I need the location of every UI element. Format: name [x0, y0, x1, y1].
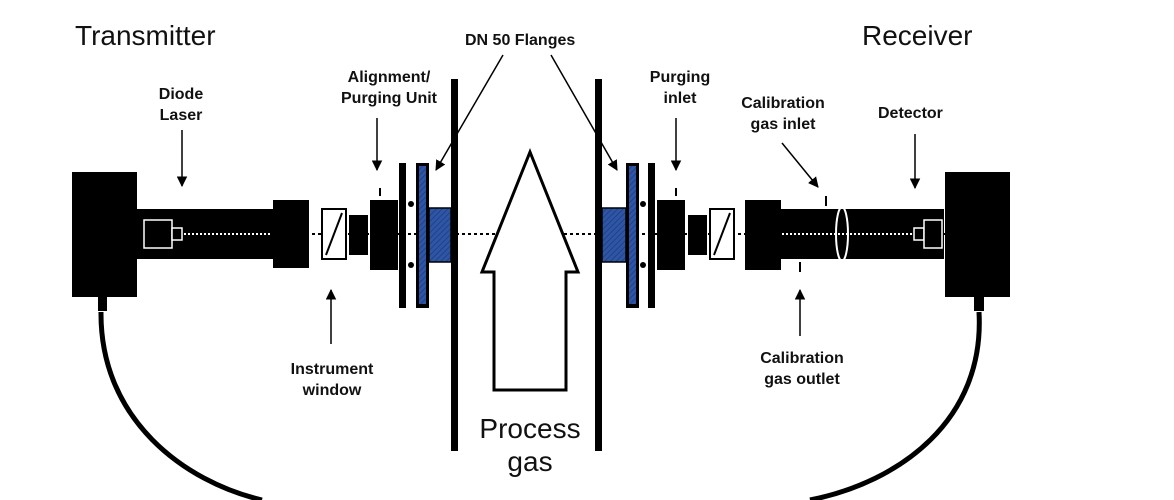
detector-element-body	[923, 219, 943, 249]
arrow-flange-right	[550, 54, 618, 171]
alignment-unit-label: Alignment/ Purging Unit	[341, 69, 437, 107]
receiver-cable-port	[974, 297, 984, 311]
flanges-label: DN 50 Flanges	[465, 32, 576, 49]
receiver-purging-block	[657, 200, 685, 270]
receiver-coupling	[745, 200, 781, 270]
arrow-cal-gas-inlet	[781, 142, 819, 188]
duct-wall-left	[451, 79, 458, 451]
purging-inlet-label: Purging inlet	[649, 69, 711, 107]
left-flange-hatch	[419, 166, 426, 304]
cal-gas-inlet-label: Calibration gas inlet	[741, 95, 825, 133]
laser-diode-body	[143, 219, 173, 249]
process-gas-arrow	[479, 147, 581, 392]
transmitter-housing	[72, 172, 137, 297]
transmitter-coupling	[273, 200, 309, 268]
receiver-title: Receiver	[862, 20, 973, 51]
laser-diode-tip	[171, 227, 183, 241]
instrument-window-left	[321, 208, 347, 260]
instrument-window-label: Instrument window	[290, 361, 374, 399]
window-glass-right	[713, 212, 731, 256]
right-flange-outer	[648, 163, 655, 308]
window-tube-left	[349, 215, 368, 255]
left-flange-seal	[428, 207, 452, 263]
right-flange-hatch	[629, 166, 636, 304]
transmitter-title: Transmitter	[75, 20, 216, 51]
left-flange-outer	[399, 163, 406, 308]
transmitter-cable-port	[98, 297, 107, 311]
cal-gas-outlet-label: Calibration gas outlet	[760, 350, 844, 388]
receiver-housing	[945, 172, 1010, 297]
left-bolt-bottom	[408, 262, 414, 268]
detector-element-tip	[913, 227, 925, 241]
window-glass-left	[325, 212, 343, 256]
alignment-unit-block	[370, 200, 398, 270]
calibration-lens	[835, 206, 849, 262]
right-flange-seal	[601, 207, 627, 263]
duct-wall-right	[595, 79, 602, 451]
process-gas-label: Process gas	[479, 413, 581, 477]
right-bolt-top	[640, 201, 646, 207]
detector-label: Detector	[878, 105, 943, 122]
connection-cable	[98, 311, 982, 500]
arrow-flange-left	[435, 54, 504, 171]
right-bolt-bottom	[640, 262, 646, 268]
window-tube-right	[688, 215, 707, 255]
left-bolt-top	[408, 201, 414, 207]
diode-laser-label: Diode Laser	[158, 86, 204, 124]
